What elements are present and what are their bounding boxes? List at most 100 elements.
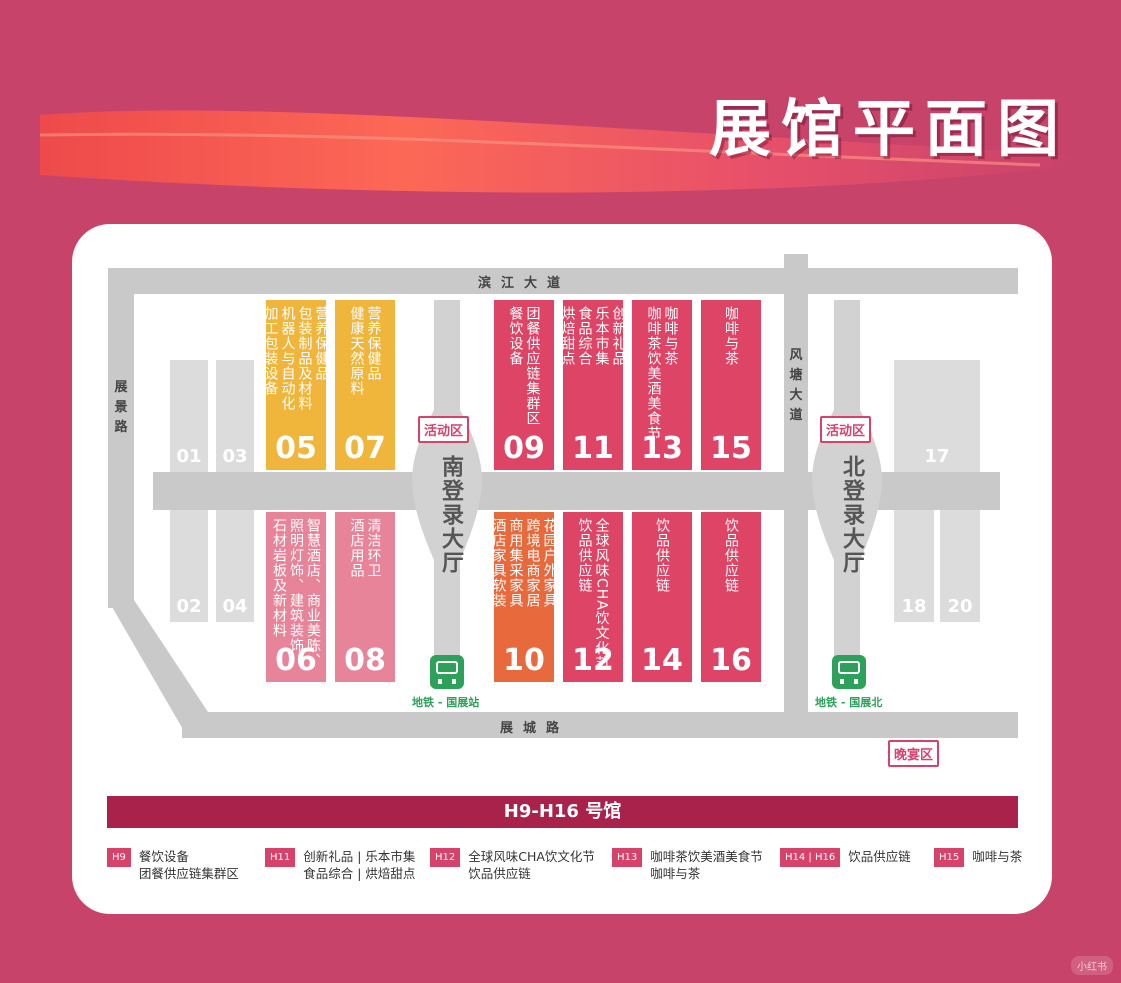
legend-text: 咖啡与茶 [972,849,1023,864]
road-bottom [182,712,1018,738]
hall-desc-line: 石材岩板及新材料 [271,518,287,638]
north-lobby-label: 北登录大厅 [839,455,864,575]
hall-05[interactable]: 营养保健品包装制品及材料机器人与自动化加工包装设备 05 [262,300,330,470]
legend-item: H12 全球风味CHA饮文化节 饮品供应链 [430,848,595,882]
road-left-diagonal [108,600,208,738]
hall-04[interactable]: 04 [216,510,254,622]
hall-desc-line: 团餐供应链集群区 [524,306,541,426]
hall-desc-line: 酒店用品 [348,518,365,578]
hall-number: 05 [275,431,317,466]
legend-text: 饮品供应链 [848,849,911,864]
road-bottom-label: 展城路 [500,721,570,736]
watermark: 小红书 [1071,956,1113,975]
north-lobby-shape [812,300,882,660]
north-event-area[interactable]: 活动区 [820,416,872,443]
hall-desc-line: 食品综合 [576,306,593,366]
page-title: 展馆平面图 [708,92,1069,165]
legend-text: 全球风味CHA饮文化节 饮品供应链 [468,849,595,881]
hall-number: 16 [710,643,752,678]
legend-tag: H9 [107,848,131,867]
banquet-area[interactable]: 晚宴区 [888,740,940,767]
hall-number: 08 [344,643,386,678]
hall-desc-line: 乐本市集 [593,306,610,366]
hall-desc-line: 照明灯饰、建筑装饰、 [288,518,304,668]
hall-10[interactable]: 花园户外家具跨境电商家居商用集采家具酒店家具软装 10 [490,512,558,682]
hall-desc-line: 咖啡与茶 [662,306,679,366]
hall-desc-line: 全球风味CHA饮文化节 [593,518,610,671]
hall-desc-line: 烘焙甜点 [559,306,576,366]
hall-desc-line: 营养保健品 [365,306,382,381]
hall-desc-line: 加工包装设备 [262,306,279,396]
legend-text: 咖啡茶饮美酒美食节 咖啡与茶 [650,849,763,881]
hall-number: 10 [503,643,545,678]
hall-desc-line: 营养保健品 [313,306,330,381]
hall-number: 07 [344,431,386,466]
hall-02[interactable]: 02 [170,510,208,622]
hall-18[interactable]: 18 [894,510,934,622]
hall-number: 06 [275,643,317,678]
south-metro-bus-icon [430,655,464,689]
header-swoosh [40,110,1080,193]
hall-desc-line: 饮品供应链 [723,518,739,593]
hall-14[interactable]: 饮品供应链 14 [632,512,692,682]
road-left-label: 展景路 [114,380,128,435]
legend-tag: H13 [612,848,643,867]
hall-08[interactable]: 清洁环卫酒店用品 08 [335,512,395,682]
legend-item: H15 咖啡与茶 [934,848,1022,867]
hall-desc-line: 花园户外家具 [541,518,558,608]
legend-tag: H11 [265,848,296,867]
hall-desc-line: 包装制品及材料 [296,306,313,411]
north-metro-bus-icon [832,655,866,689]
hall-number: 14 [641,643,683,678]
hall-desc-line: 智慧酒店、商业美陈、 [305,518,321,668]
road-middle-label: 风塘大道 [789,348,803,423]
legend-item: H11 创新礼品 | 乐本市集 食品综合 | 烘焙甜点 [265,848,415,882]
south-lobby-shape [412,300,482,660]
hall-desc-line: 机器人与自动化 [279,306,296,411]
hall-06[interactable]: 智慧酒店、商业美陈、照明灯饰、建筑装饰、石材岩板及新材料 06 [266,512,326,682]
hall-17[interactable]: 17 [894,360,980,472]
legend-item: H9 餐饮设备 团餐供应链集群区 [107,848,239,882]
south-metro-label: 地铁 - 国展站 [412,696,480,709]
hall-01[interactable]: 01 [170,360,208,472]
north-metro-label: 地铁 - 国展北 [815,696,883,709]
legend-tag: H12 [430,848,461,867]
south-lobby-label: 南登录大厅 [438,455,463,575]
hall-desc-line: 商用集采家具 [507,518,524,608]
legend-tag: H15 [934,848,965,867]
hall-11[interactable]: 创新礼品乐本市集食品综合烘焙甜点 11 [559,300,627,470]
hall-16[interactable]: 饮品供应链 16 [701,512,761,682]
hall-desc-line: 跨境电商家居 [524,518,541,608]
hall-15[interactable]: 咖啡与茶 15 [701,300,761,470]
legend-text: 创新礼品 | 乐本市集 食品综合 | 烘焙甜点 [303,849,416,881]
hall-desc-line: 饮品供应链 [576,518,593,593]
hall-07[interactable]: 营养保健品健康天然原料 07 [335,300,395,470]
hall-number: 12 [572,643,614,678]
road-left [108,268,134,608]
road-top-label: 滨江大道 [478,276,571,291]
road-top [108,268,1018,294]
hall-09[interactable]: 团餐供应链集群区餐饮设备 09 [494,300,554,470]
hall-20[interactable]: 20 [940,510,980,622]
hall-number: 11 [572,431,614,466]
hall-03[interactable]: 03 [216,360,254,472]
legend-tag: H14 | H16 [780,848,841,867]
hall-number: 15 [710,431,752,466]
hall-desc-line: 清洁环卫 [365,518,382,578]
hall-desc-line: 餐饮设备 [507,306,524,366]
hall-desc-line: 咖啡与茶 [723,306,739,366]
hall-12[interactable]: 全球风味CHA饮文化节饮品供应链 12 [563,512,623,682]
hall-number: 09 [503,431,545,466]
legend-item: H14 | H16 饮品供应链 [780,848,911,867]
south-event-area[interactable]: 活动区 [418,416,470,443]
hall-desc-line: 健康天然原料 [348,306,365,396]
halls-banner: H9-H16 号馆 [107,796,1018,828]
legend-text: 餐饮设备 团餐供应链集群区 [138,849,239,881]
legend-item: H13 咖啡茶饮美酒美食节 咖啡与茶 [612,848,763,882]
hall-desc-line: 酒店家具软装 [490,518,507,608]
hall-desc-line: 饮品供应链 [654,518,670,593]
hall-desc-line: 创新礼品 [610,306,627,366]
hall-number: 13 [641,431,683,466]
hall-desc-line: 咖啡茶饮美酒美食节 [645,306,662,441]
